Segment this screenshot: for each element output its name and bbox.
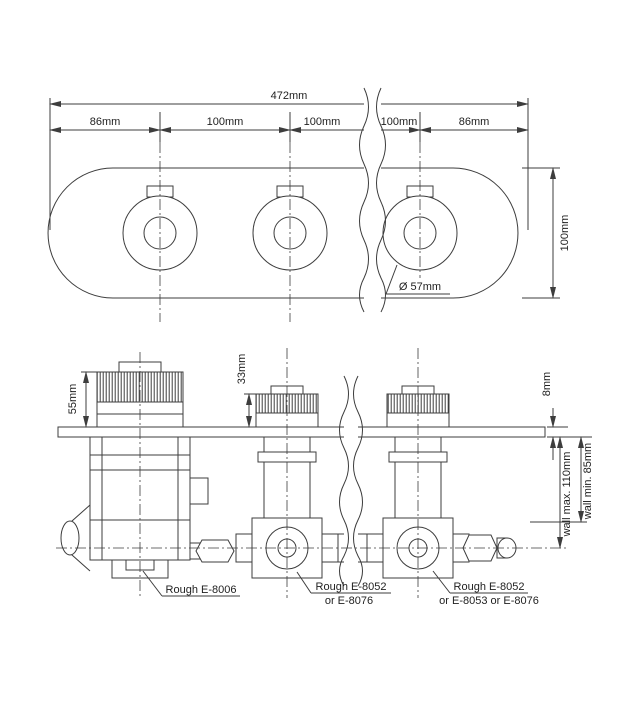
dim-segment-2: 100mm	[207, 116, 244, 128]
label-rough-right-line1: Rough E-8052	[454, 581, 525, 593]
dim-plate-height: 100mm	[559, 215, 571, 252]
label-rough-left: Rough E-8006	[142, 570, 240, 597]
dim-wall-max: wall max. 110mm	[561, 452, 573, 538]
knob-2-inner-circle	[273, 216, 307, 250]
front-centerlines	[159, 142, 421, 322]
rough-valve-left	[60, 436, 235, 579]
dim-segment-1: 86mm	[90, 116, 121, 128]
break-wave-left	[339, 375, 349, 587]
dim-total-width: 472mm	[271, 90, 308, 102]
knob-3-inner-circle	[403, 216, 437, 250]
dim-plate-thickness: 8mm	[541, 372, 592, 460]
front-view: 472mm 86mm 100mm 100mm 100mm 86mm 100mm …	[47, 87, 571, 322]
knob-1-inner-circle	[143, 216, 177, 250]
dim-knob-diameter: Ø 57mm	[399, 281, 441, 293]
break-wave-right	[376, 87, 386, 313]
label-rough-e8006: Rough E-8006	[166, 584, 237, 596]
label-rough-middle-line2: or E-8076	[325, 595, 373, 607]
dim-segment-5: 86mm	[459, 116, 490, 128]
dim-55mm: 55mm	[67, 384, 79, 415]
dim-segment-3: 100mm	[304, 116, 341, 128]
front-break-lines	[359, 87, 386, 313]
label-rough-right: Rough E-8052 or E-8053 or E-8076	[432, 570, 539, 607]
front-dimension-lines	[49, 98, 560, 299]
rough-valve-right	[366, 437, 517, 579]
side-centerlines	[56, 348, 566, 598]
side-view: 55mm 33mm 8mm wall max. 110mm	[56, 348, 594, 607]
dim-33mm: 33mm	[236, 354, 248, 385]
knob-diameter-callout: Ø 57mm	[385, 264, 450, 295]
break-wave-left	[359, 87, 369, 313]
dim-handle-2-height: 33mm	[236, 354, 256, 428]
label-rough-middle: Rough E-8052 or E-8076	[296, 571, 391, 607]
dim-wall-depth: wall max. 110mm wall min. 85mm	[530, 436, 594, 549]
dim-wall-min: wall min. 85mm	[582, 443, 594, 520]
dim-8mm: 8mm	[541, 372, 553, 396]
dim-segment-4: 100mm	[381, 116, 418, 128]
label-rough-middle-line1: Rough E-8052	[316, 581, 387, 593]
trim-plate-edge	[57, 426, 546, 438]
label-rough-right-line2: or E-8053 or E-8076	[439, 595, 539, 607]
side-break-lines	[339, 375, 363, 587]
break-wave-right	[353, 375, 363, 587]
dim-handle-1-height: 55mm	[67, 371, 97, 428]
